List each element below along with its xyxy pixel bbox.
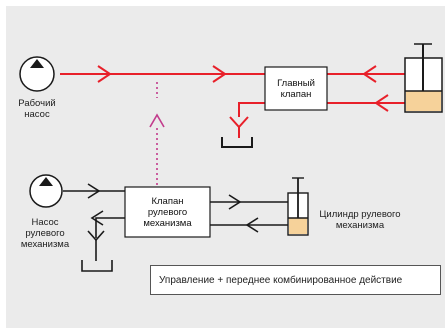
arrow-icon — [362, 65, 377, 83]
steering-return-line — [95, 217, 125, 238]
steering-pump-label: Насос рулевого механизма — [20, 217, 70, 250]
main-circuit — [60, 65, 405, 138]
main-return-line — [238, 102, 265, 117]
caption-box: Управление + переднее комбинированное де… — [150, 265, 441, 295]
arrow-icon — [374, 94, 389, 112]
arrow-icon — [149, 113, 165, 128]
arrow-icon — [228, 194, 242, 210]
arrow-icon — [97, 65, 112, 83]
cylinder-icon — [404, 43, 443, 113]
pump-icon — [29, 174, 63, 208]
pilot-line — [149, 82, 165, 187]
steering-circuit — [63, 183, 288, 261]
steering-cylinder-label: Цилиндр рулевого механизма — [319, 209, 401, 231]
steering-valve-box — [124, 186, 211, 238]
return-y-icon — [229, 116, 249, 129]
working-pump-label: Рабочий насос — [18, 98, 56, 120]
main-valve-box — [264, 66, 328, 111]
main-valve-label: Главный клапан — [277, 77, 315, 100]
arrow-icon — [90, 210, 104, 226]
tank-icon — [81, 260, 113, 272]
steering-valve-label: Клапан рулевого механизма — [143, 195, 192, 229]
arrow-icon — [245, 217, 259, 233]
caption-text: Управление + переднее комбинированное де… — [159, 274, 403, 286]
tank-icon — [221, 137, 253, 148]
pump-icon — [19, 56, 55, 92]
arrow-icon — [212, 65, 227, 83]
arrow-icon — [87, 183, 101, 199]
cylinder-icon — [287, 177, 309, 236]
